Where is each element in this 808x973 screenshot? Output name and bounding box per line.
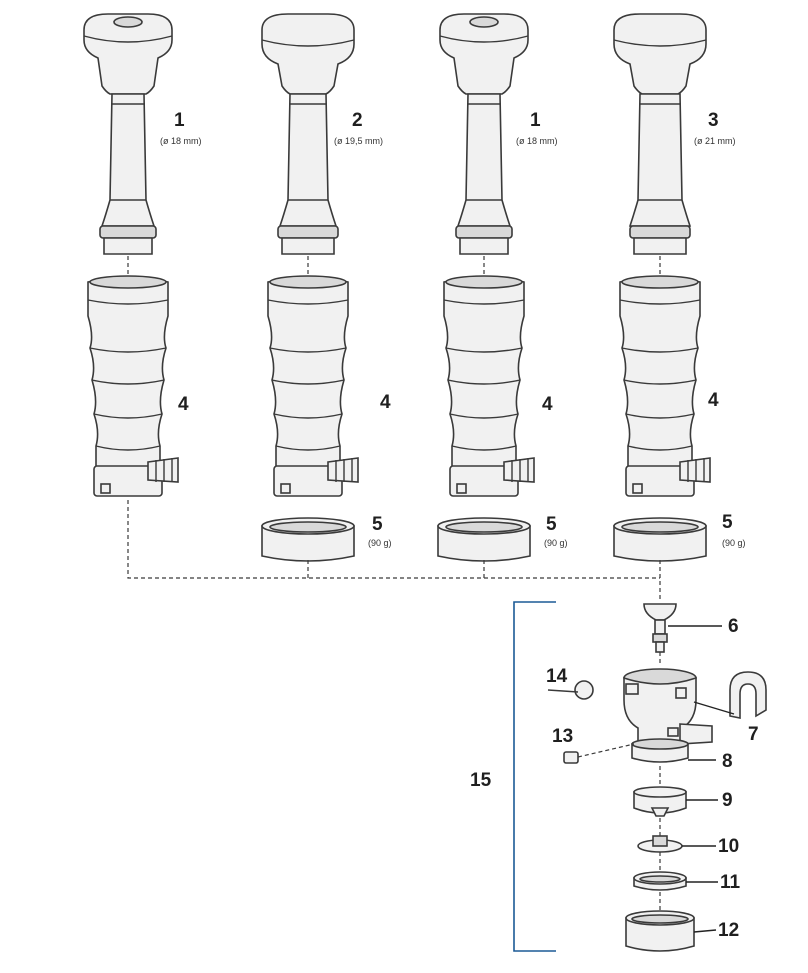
label-part-12: 12 (718, 920, 739, 941)
part-14-spring (547, 680, 594, 700)
label-part-4-col-4: 4 (708, 390, 719, 411)
label-part-3: 3 (708, 110, 719, 131)
label-part-8: 8 (722, 751, 733, 772)
label-part-9: 9 (722, 790, 733, 811)
mouthpiece-col-4 (613, 13, 707, 255)
label-part-14: 14 (546, 666, 568, 687)
part-12-base-cup (625, 910, 695, 952)
weight-ring-col-2 (261, 517, 355, 562)
label-part-15: 15 (470, 770, 492, 791)
label-part-7: 7 (748, 724, 759, 745)
spec-weight-col-4: (90 g) (722, 538, 746, 548)
spec-weight-col-2: (90 g) (368, 538, 392, 548)
grip-body-col-4 (619, 275, 711, 497)
weight-ring-col-3 (437, 517, 531, 562)
label-part-2: 2 (352, 110, 363, 131)
part-9-cap (633, 786, 687, 817)
spec-weight-col-3: (90 g) (544, 538, 568, 548)
part-6-valve-pin (643, 603, 677, 653)
grip-body-col-3 (443, 275, 535, 497)
label-part-10: 10 (718, 836, 739, 857)
label-part-13: 13 (552, 726, 573, 747)
grip-body-col-1 (87, 275, 179, 497)
part-13-small-plug (563, 751, 579, 764)
label-part-1-col-1: 1 (174, 110, 185, 131)
mouthpiece-col-2 (261, 13, 355, 255)
label-part-4-col-3: 4 (542, 394, 553, 415)
label-part-5-col-2: 5 (372, 514, 383, 535)
label-part-5-col-3: 5 (546, 514, 557, 535)
part-11-ring (633, 871, 687, 891)
part-8-main-housing (623, 668, 713, 763)
spec-diameter-col-2: (ø 19,5 mm) (334, 136, 383, 146)
leader-lines (668, 625, 735, 933)
label-part-11: 11 (720, 872, 741, 893)
spec-diameter-col-1: (ø 18 mm) (160, 136, 202, 146)
grip-body-col-2 (267, 275, 359, 497)
label-part-4-col-2: 4 (380, 392, 391, 413)
label-part-6: 6 (728, 616, 739, 637)
mouthpiece-col-3 (439, 13, 529, 255)
part-10-washer (637, 835, 683, 853)
spec-diameter-col-3: (ø 18 mm) (516, 136, 558, 146)
label-part-4-col-1: 4 (178, 394, 189, 415)
spec-diameter-col-4: (ø 21 mm) (694, 136, 736, 146)
mouthpiece-col-1 (83, 13, 173, 255)
group-15-bracket (513, 601, 556, 952)
label-part-5-col-4: 5 (722, 512, 733, 533)
weight-ring-col-4 (613, 517, 707, 562)
dashed-connector-lines (127, 500, 661, 600)
label-part-1-col-3: 1 (530, 110, 541, 131)
part-7-clip (729, 671, 767, 719)
